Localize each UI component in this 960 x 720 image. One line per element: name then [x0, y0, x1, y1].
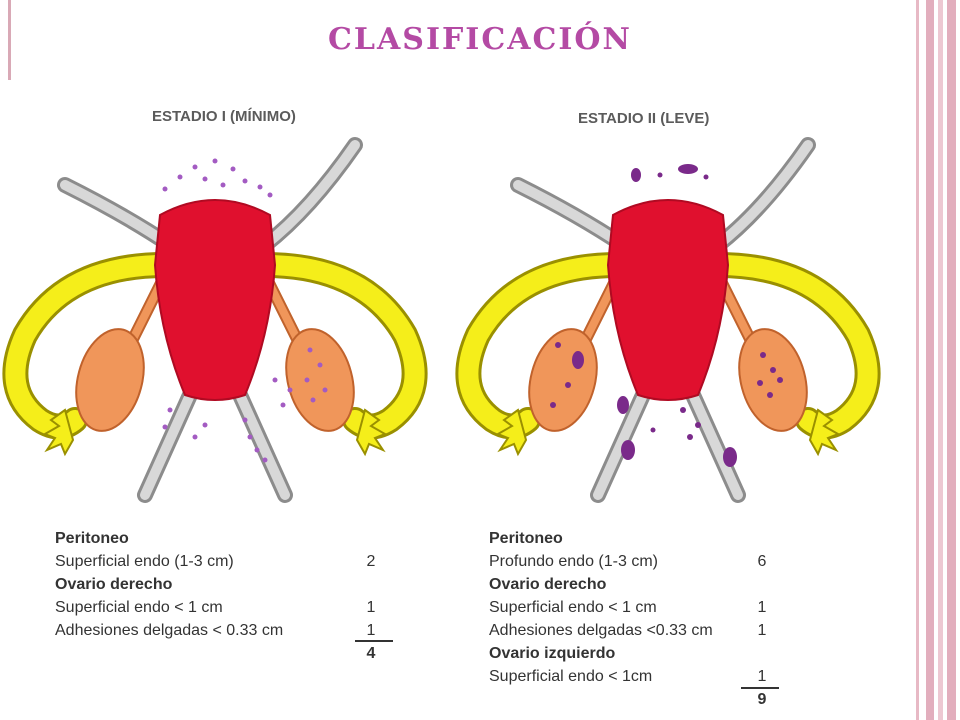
table-row: 4 — [55, 642, 376, 665]
border-stripe — [916, 0, 919, 720]
table-row: Superficial endo < 1cm 1 — [489, 665, 789, 688]
score-total: 9 — [757, 691, 767, 708]
score-value: 6 — [757, 553, 767, 570]
stage-2-score-table: Peritoneo Profundo endo (1-3 cm) 6 Ovari… — [489, 527, 789, 711]
score-value: 1 — [757, 622, 767, 639]
stage-1-uterus — [15, 145, 414, 495]
table-row: Ovario derecho — [489, 576, 607, 593]
table-row: Ovario derecho — [55, 576, 173, 593]
table-row: Superficial endo < 1 cm 1 — [55, 596, 375, 619]
stage-1-title: ESTADIO I (MÍNIMO) — [152, 108, 296, 125]
table-row: Peritoneo — [55, 530, 129, 547]
border-tick — [8, 0, 11, 80]
table-row: 9 — [489, 688, 789, 711]
score-value: 1 — [757, 599, 767, 616]
table-row: Superficial endo < 1 cm 1 — [489, 596, 789, 619]
table-row: Superficial endo (1-3 cm) 2 — [55, 550, 375, 573]
stage-2-title: ESTADIO II (LEVE) — [578, 110, 709, 127]
border-stripe — [938, 0, 943, 720]
table-row: Adhesiones delgadas <0.33 cm 1 — [489, 619, 789, 642]
score-value: 1 — [366, 622, 376, 639]
border-stripe — [926, 0, 934, 720]
stage-2-uterus — [468, 145, 867, 495]
stage-2-lesions — [550, 164, 783, 467]
score-value: 1 — [757, 668, 767, 685]
table-row: Profundo endo (1-3 cm) 6 — [489, 550, 789, 573]
table-row: Peritoneo — [489, 530, 563, 547]
stage-1-lesions — [162, 158, 328, 463]
score-value: 1 — [366, 599, 376, 616]
stage-1-score-table: Peritoneo Superficial endo (1-3 cm) 2 Ov… — [55, 527, 393, 665]
score-value: 2 — [366, 553, 376, 570]
border-stripe — [947, 0, 956, 720]
sum-line — [741, 687, 779, 689]
slide-title: CLASIFICACIÓN — [328, 22, 632, 57]
sum-line — [355, 640, 393, 642]
score-total: 4 — [366, 645, 376, 662]
table-row: Adhesiones delgadas < 0.33 cm 1 — [55, 619, 375, 642]
table-row: Ovario izquierdo — [489, 645, 616, 662]
